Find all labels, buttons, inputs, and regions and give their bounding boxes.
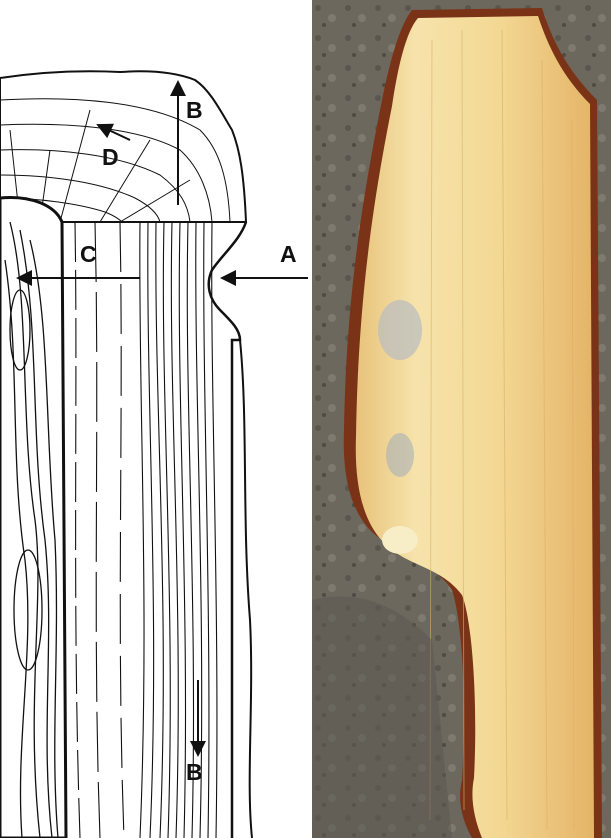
resin-blob (382, 526, 418, 554)
label-b-top: B (186, 97, 203, 123)
label-a: A (280, 241, 297, 267)
trunk-grain (75, 222, 217, 838)
stain-spot (386, 433, 414, 477)
bark-outer (240, 340, 252, 838)
log-diagram: A B B C D (0, 0, 312, 838)
label-c: C (80, 241, 97, 267)
label-d: D (102, 144, 119, 170)
label-b-bottom: B (186, 759, 203, 785)
bark-edge (209, 222, 246, 838)
wood-photo (312, 0, 611, 838)
knot-outline (0, 197, 66, 838)
stain-spot (378, 300, 422, 360)
log-diagram-panel: A B B C D (0, 0, 312, 838)
wood-photo-panel (312, 0, 611, 838)
